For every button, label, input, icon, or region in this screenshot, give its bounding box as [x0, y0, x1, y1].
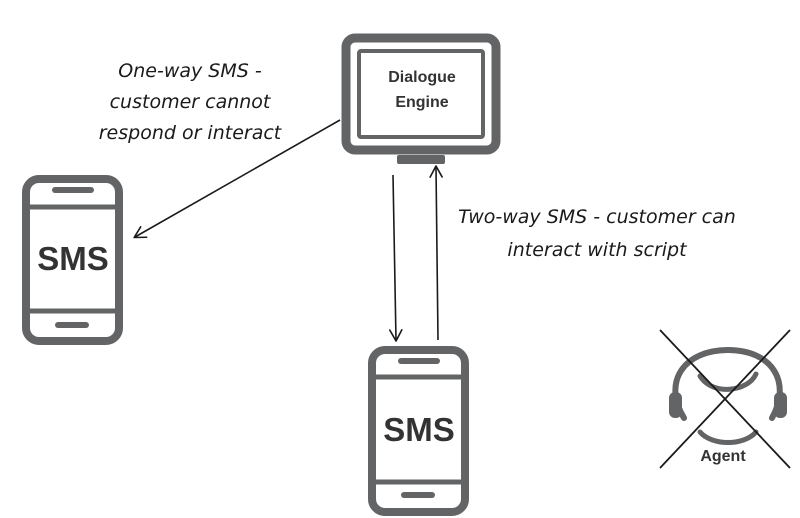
- agent-right-earpiece: [774, 392, 787, 418]
- agent-hair: [697, 371, 759, 392]
- agent-head-outline: [672, 346, 783, 421]
- two-way-note-line1: Two-way SMS - customer can: [458, 206, 736, 228]
- mobile-phone-icon: [22, 175, 123, 345]
- dialogue-engine-monitor: Dialogue Engine: [341, 33, 501, 164]
- agent-label: Agent: [700, 448, 746, 465]
- agent-left-earpiece: [669, 392, 682, 418]
- two-way-note-line2: interact with script: [507, 239, 688, 261]
- monitor-screen: [357, 49, 485, 139]
- headset-agent-icon: [669, 346, 787, 445]
- one-way-note: One-way SMS - customer cannot respond or…: [99, 60, 283, 144]
- agent-figure: Agent: [659, 329, 791, 469]
- phone-bottom-speaker: [398, 358, 440, 364]
- agent-chin: [697, 429, 759, 445]
- monitor-icon: [341, 33, 501, 155]
- phone-bottom-label: SMS: [383, 411, 455, 448]
- one-way-note-line1: One-way SMS -: [118, 60, 262, 82]
- one-way-arrow: [133, 119, 341, 239]
- uplink-arrow: [429, 165, 443, 341]
- phone-left-label: SMS: [37, 240, 109, 277]
- downlink-arrow: [389, 174, 403, 342]
- two-way-note: Two-way SMS - customer can interact with…: [458, 206, 736, 261]
- phone-bottom-home-button: [401, 492, 435, 498]
- cross-line-2: [659, 329, 791, 469]
- monitor-stand: [397, 155, 445, 164]
- one-way-note-line3: respond or interact: [99, 122, 283, 144]
- engine-label-line2: Engine: [395, 94, 448, 111]
- one-way-note-line2: customer cannot: [110, 91, 272, 113]
- phone-left-speaker: [52, 187, 94, 193]
- mobile-phone-icon: [368, 346, 469, 516]
- engine-label-line1: Dialogue: [388, 69, 456, 86]
- phone-left: SMS: [22, 175, 123, 345]
- phone-left-home-button: [55, 322, 89, 328]
- phone-bottom: SMS: [368, 346, 469, 516]
